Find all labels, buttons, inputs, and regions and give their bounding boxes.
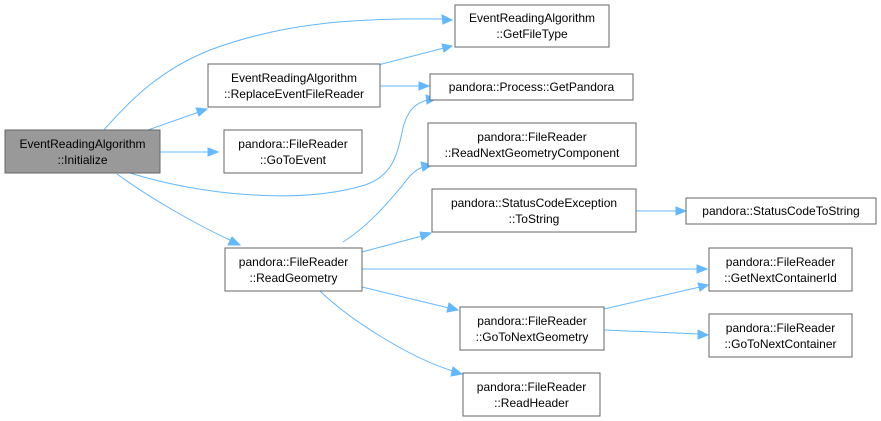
node-read-next-geometry-component-line2: ::ReadNextGeometryComponent bbox=[445, 146, 620, 160]
node-go-to-event-line1: pandora::FileReader bbox=[238, 137, 347, 151]
node-read-header-line2: ::ReadHeader bbox=[494, 396, 569, 410]
node-go-to-next-container-line2: ::GoToNextContainer bbox=[724, 337, 836, 351]
edges bbox=[102, 14, 710, 377]
node-get-next-container-id-line1: pandora::FileReader bbox=[726, 255, 835, 269]
edge-initialize-to-read-geometry bbox=[116, 173, 242, 246]
node-go-to-next-geometry-line2: ::GoToNextGeometry bbox=[476, 330, 589, 344]
node-replace-event-file-reader-line1: EventReadingAlgorithm bbox=[231, 71, 357, 85]
edge-status-code-exception-to-string-to-status-code-to-string bbox=[636, 206, 688, 216]
node-go-to-event[interactable]: pandora::FileReader ::GoToEvent bbox=[223, 129, 363, 174]
nodes: EventReadingAlgorithm ::Initialize Event… bbox=[4, 4, 877, 417]
edge-initialize-to-go-to-event bbox=[160, 147, 220, 157]
edge-read-geometry-to-read-header bbox=[319, 290, 464, 377]
edge-initialize-to-replace-event-file-reader bbox=[147, 107, 209, 131]
node-get-file-type[interactable]: EventReadingAlgorithm ::GetFileType bbox=[454, 4, 610, 48]
node-go-to-next-container-line1: pandora::FileReader bbox=[726, 321, 835, 335]
node-go-to-next-geometry[interactable]: pandora::FileReader ::GoToNextGeometry bbox=[459, 306, 605, 351]
node-initialize-line2: ::Initialize bbox=[57, 153, 107, 167]
node-replace-event-file-reader[interactable]: EventReadingAlgorithm ::ReplaceEventFile… bbox=[207, 63, 381, 108]
node-read-geometry[interactable]: pandora::FileReader ::ReadGeometry bbox=[224, 247, 363, 292]
edge-replace-event-file-reader-to-get-pandora bbox=[380, 81, 431, 91]
edge-read-geometry-to-go-to-next-geometry bbox=[361, 286, 460, 313]
edge-read-geometry-to-get-next-container-id bbox=[362, 264, 709, 274]
node-read-header-line1: pandora::FileReader bbox=[477, 380, 586, 394]
edge-go-to-next-geometry-to-get-next-container-id bbox=[603, 282, 710, 310]
node-read-header[interactable]: pandora::FileReader ::ReadHeader bbox=[462, 372, 601, 417]
node-replace-event-file-reader-line2: ::ReplaceEventFileReader bbox=[224, 87, 364, 101]
node-read-next-geometry-component[interactable]: pandora::FileReader ::ReadNextGeometryCo… bbox=[427, 122, 637, 167]
node-status-code-to-string[interactable]: pandora::StatusCodeToString bbox=[685, 197, 877, 225]
node-status-code-to-string-line1: pandora::StatusCodeToString bbox=[702, 204, 859, 218]
node-initialize[interactable]: EventReadingAlgorithm ::Initialize bbox=[4, 129, 161, 174]
node-initialize-line1: EventReadingAlgorithm bbox=[19, 137, 145, 151]
node-get-pandora[interactable]: pandora::Process::GetPandora bbox=[429, 73, 634, 101]
node-status-code-exception-to-string-line2: ::ToString bbox=[509, 212, 560, 226]
node-get-file-type-line1: EventReadingAlgorithm bbox=[469, 11, 595, 25]
edge-initialize-to-get-file-type bbox=[102, 14, 454, 132]
edge-read-geometry-to-status-code-exception-to-string bbox=[361, 231, 433, 253]
node-get-next-container-id-line2: ::GetNextContainerId bbox=[724, 271, 837, 285]
node-read-next-geometry-component-line1: pandora::FileReader bbox=[477, 130, 586, 144]
node-go-to-next-geometry-line1: pandora::FileReader bbox=[477, 314, 586, 328]
edge-read-geometry-to-read-next-geometry-component bbox=[342, 161, 434, 243]
node-get-file-type-line2: ::GetFileType bbox=[496, 27, 568, 41]
node-go-to-event-line2: ::GoToEvent bbox=[260, 153, 327, 167]
node-status-code-exception-to-string[interactable]: pandora::StatusCodeException ::ToString bbox=[431, 188, 637, 233]
node-read-geometry-line1: pandora::FileReader bbox=[239, 255, 348, 269]
node-read-geometry-line2: ::ReadGeometry bbox=[249, 271, 337, 285]
edge-go-to-next-geometry-to-go-to-next-container bbox=[603, 329, 710, 340]
edge-replace-event-file-reader-to-get-file-type bbox=[377, 43, 454, 66]
node-get-pandora-line1: pandora::Process::GetPandora bbox=[449, 80, 615, 94]
node-status-code-exception-to-string-line1: pandora::StatusCodeException bbox=[451, 196, 617, 210]
node-get-next-container-id[interactable]: pandora::FileReader ::GetNextContainerId bbox=[708, 247, 853, 292]
node-go-to-next-container[interactable]: pandora::FileReader ::GoToNextContainer bbox=[708, 313, 853, 358]
